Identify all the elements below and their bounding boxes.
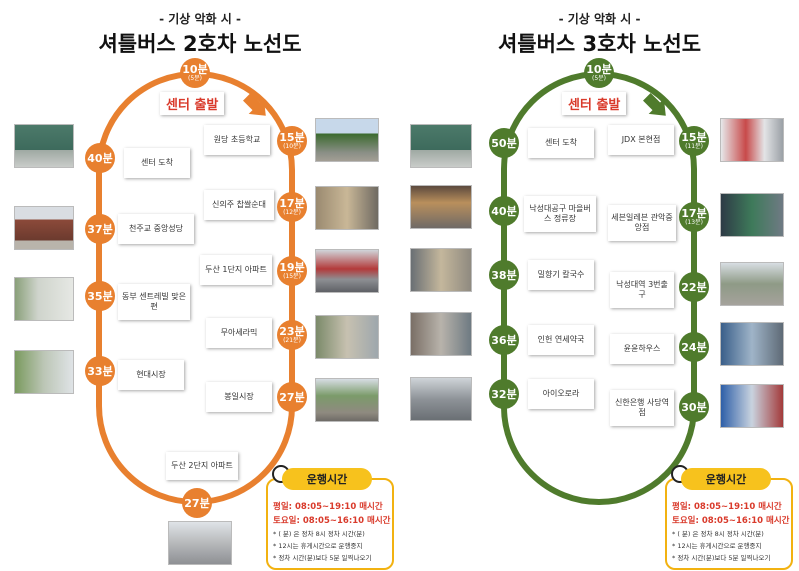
route-3-node-top: 10분(5분) [584, 58, 614, 88]
route-2-node-r5: 27분 [277, 382, 307, 412]
route-3-photo-station [720, 262, 784, 306]
route-2-stop-l1: 센터 도착 [124, 148, 190, 178]
schedule-note-2: * 12시는 휴게시간으로 운행중지 [672, 542, 762, 550]
route-2-photo-ceramic [315, 315, 379, 359]
route-2-node-r2: 17분(12분) [277, 192, 307, 222]
route-3-photo-aurora [410, 377, 472, 421]
route-2-photo-bongil [315, 378, 379, 422]
route-3-photo-house [720, 322, 784, 366]
route-3-node-r4: 24분 [679, 332, 709, 362]
route-3-node-l1: 50분 [489, 128, 519, 158]
route-3-stop-r4: 윤윤하우스 [610, 334, 674, 364]
route-2-node-l2: 37분 [85, 214, 115, 244]
route-2-node-l1: 40분 [85, 143, 115, 173]
route-2-photo-center [14, 124, 74, 168]
route-2-node-r3: 19분(15분) [277, 256, 307, 286]
route-3-title: 셔틀버스 3호차 노선도 [497, 32, 702, 56]
route-2-stop-l3: 동부 센트레빌 맞은편 [118, 284, 190, 320]
schedule-note-2: * 12시는 휴게시간으로 운행중지 [273, 542, 363, 550]
route-2-panel: - 기상 악화 시 - 셔틀버스 2호차 노선도 센터 출발 원당 초등학교 신… [0, 0, 400, 571]
route-3-photo-noodle [410, 248, 472, 292]
schedule-note-1: * ( 분) 은 정차 8시 정차 시간(분) [672, 530, 764, 538]
route-3-node-r5: 30분 [679, 392, 709, 422]
route-2-stop-r4: 무아세라믹 [206, 318, 272, 348]
schedule-note-3: * 정차 시간(분)보다 5분 일찍나오기 [273, 554, 372, 562]
route-3-photo-bus-stop [410, 185, 472, 229]
route-3-node-l5: 32분 [489, 379, 519, 409]
route-2-photo-school [315, 118, 379, 162]
schedule-note-3: * 정차 시간(분)보다 5분 일찍나오기 [672, 554, 771, 562]
route-3-node-r2: 17분(13분) [679, 202, 709, 232]
route-2-photo-sundae [315, 186, 379, 230]
route-2-photo-apt1 [315, 249, 379, 293]
route-2-center-start: 센터 출발 [160, 92, 225, 115]
schedule-header: 운행시간 [681, 468, 771, 490]
route-2-direction-arrow-icon [243, 93, 266, 116]
schedule-note-1: * ( 분) 은 정차 8시 정차 시간(분) [273, 530, 365, 538]
route-3-panel: - 기상 악화 시 - 셔틀버스 3호차 노선도 센터 출발 JDX 본현점 세… [400, 0, 799, 571]
route-3-stop-l1: 센터 도착 [528, 128, 594, 158]
route-3-stop-l3: 밀향기 칼국수 [528, 260, 594, 290]
route-2-photo-cathedral [14, 206, 74, 250]
route-2-photo-apt2 [168, 521, 232, 565]
route-3-schedule-box: 운행시간 평일: 08:05~19:10 매시간 토요일: 08:05~16:1… [665, 465, 793, 570]
route-3-stop-r5: 신한은행 사당역점 [610, 390, 674, 426]
route-2-node-r4: 23분(21분) [277, 320, 307, 350]
route-3-stop-r2: 세븐일레븐 관악중앙점 [608, 205, 676, 241]
route-2-stop-r2: 신의주 찹쌀순대 [204, 190, 274, 220]
route-2-schedule-box: 운행시간 평일: 08:05~19:10 매시간 토요일: 08:05~16:1… [266, 465, 394, 570]
route-2-stop-l4: 현대시장 [118, 360, 184, 390]
route-3-center-start: 센터 출발 [562, 92, 627, 115]
schedule-header: 운행시간 [282, 468, 372, 490]
route-2-subtitle: - 기상 악화 시 - [159, 12, 241, 26]
route-3-direction-arrow-icon [643, 93, 666, 116]
route-2-title: 셔틀버스 2호차 노선도 [98, 32, 302, 56]
route-2-photo-centreville [14, 277, 74, 321]
route-2-stop-r1: 원당 초등학교 [204, 125, 270, 155]
route-3-stop-r1: JDX 본현점 [608, 125, 674, 155]
route-2-stop-r5: 봉일시장 [206, 382, 272, 412]
route-3-photo-shinhan [720, 384, 784, 428]
route-3-photo-center [410, 124, 472, 168]
route-3-stop-l2: 낙성대공구 마을버스 정류장 [524, 196, 596, 232]
route-2-node-top: 10분(5분) [180, 58, 210, 88]
route-3-photo-seven [720, 193, 784, 237]
route-2-stop-l2: 천주교 중앙성당 [118, 214, 194, 244]
route-2-node-bottom: 27분 [182, 488, 212, 518]
route-3-stop-l4: 인헌 연세약국 [528, 325, 594, 355]
route-2-node-r1: 15분(10분) [277, 126, 307, 156]
route-3-node-r3: 22분 [679, 272, 709, 302]
route-3-photo-pharmacy [410, 312, 472, 356]
route-3-stop-r3: 낙성대역 3번출구 [610, 272, 674, 308]
route-3-node-l4: 36분 [489, 325, 519, 355]
route-2-node-l3: 35분 [85, 281, 115, 311]
saturday-hours: 토요일: 08:05~16:10 매시간 [672, 516, 790, 526]
route-3-photo-jdx [720, 118, 784, 162]
weekday-hours: 평일: 08:05~19:10 매시간 [273, 502, 383, 512]
weekday-hours: 평일: 08:05~19:10 매시간 [672, 502, 782, 512]
route-3-node-l3: 38분 [489, 260, 519, 290]
route-3-node-l2: 40분 [489, 196, 519, 226]
route-2-node-l4: 33분 [85, 356, 115, 386]
route-2-stop-bottom: 두산 2단지 아파트 [166, 452, 238, 480]
route-3-subtitle: - 기상 악화 시 - [558, 12, 641, 26]
route-2-photo-market [14, 350, 74, 394]
route-3-node-r1: 15분(11분) [679, 126, 709, 156]
route-2-stop-r3: 두산 1단지 아파트 [200, 255, 272, 285]
route-3-stop-l5: 아이오로라 [528, 379, 594, 409]
saturday-hours: 토요일: 08:05~16:10 매시간 [273, 516, 391, 526]
